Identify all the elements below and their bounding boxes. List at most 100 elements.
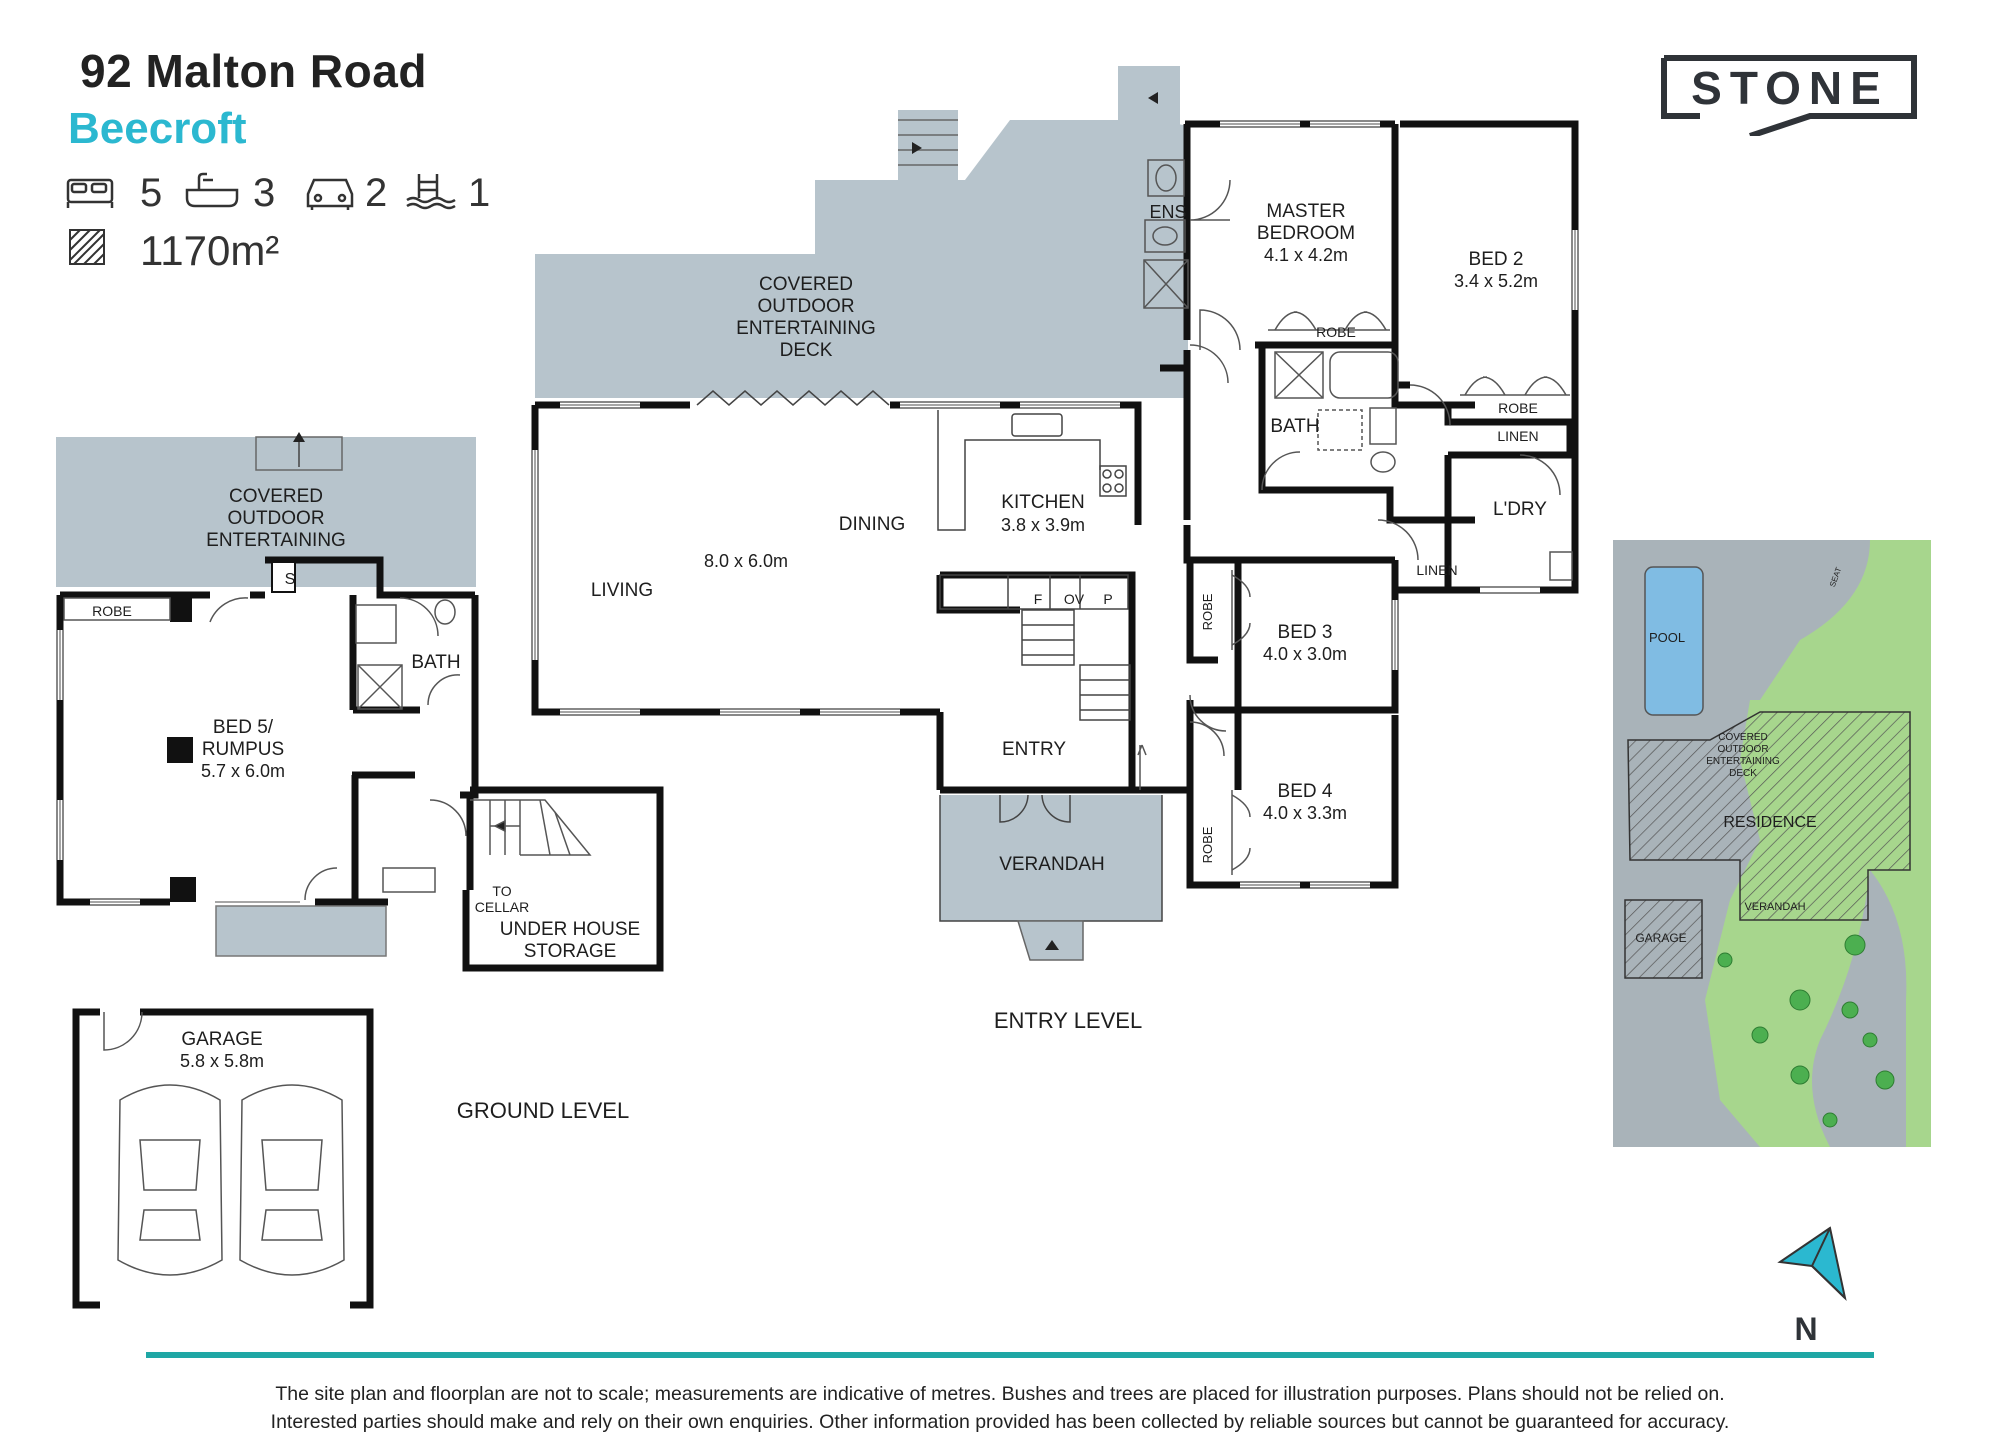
bathrooms-count: 3 [253, 171, 275, 215]
verandah-label: VERANDAH [999, 854, 1105, 875]
bed5-label-2: RUMPUS [202, 739, 284, 760]
fridge-label: F [1034, 591, 1043, 607]
deck-steps-west [898, 110, 958, 180]
outdoor-label-3: ENTERTAINING [206, 530, 346, 551]
outdoor-label-2: OUTDOOR [227, 508, 324, 529]
garage-size: 5.8 x 5.8m [180, 1051, 264, 1071]
outdoor-label-1: COVERED [229, 486, 323, 507]
bed5-robe-label: ROBE [92, 603, 132, 619]
kitchen-label: KITCHEN [1001, 492, 1084, 513]
entry-doors [999, 794, 1071, 823]
kitchen-size: 3.8 x 3.9m [1001, 515, 1085, 535]
covered-deck-area [535, 120, 1188, 398]
garage-label: GARAGE [181, 1029, 262, 1050]
site-trees [1717, 934, 1895, 1128]
deck-label-3: ENTERTAINING [736, 318, 876, 339]
master-label-1: MASTER [1266, 201, 1345, 222]
car-illustrations [117, 1084, 345, 1276]
ground-window-lines [59, 630, 300, 903]
north-arrow-icon [1777, 1226, 1847, 1302]
entry-level-label: ENTRY LEVEL [994, 1008, 1142, 1033]
oven-label: OV [1064, 591, 1085, 607]
bed3-label: BED 3 [1278, 622, 1333, 643]
stone-logo: STONE [1661, 55, 1917, 136]
room-labels: COVERED OUTDOOR ENTERTAINING DECK ENS MA… [92, 201, 1843, 1347]
bedrooms-count: 5 [140, 171, 162, 215]
land-area-value: 1170m² [140, 227, 279, 274]
dining-label: DINING [839, 514, 906, 535]
laundry-label: L'DRY [1493, 499, 1547, 520]
bed2-size: 3.4 x 5.2m [1454, 271, 1538, 291]
verandah-area [940, 795, 1162, 921]
deck-label-1: COVERED [759, 274, 853, 295]
storage-s-label: S [285, 571, 296, 588]
bathroom-fixtures [1143, 159, 1573, 581]
property-stats: 5 3 2 1 1170m² [66, 171, 490, 274]
bed-icon [66, 178, 114, 208]
ground-bath-label: BATH [411, 652, 460, 673]
site-deck-label-4: DECK [1729, 768, 1757, 779]
ground-fixtures [63, 597, 467, 901]
pools-count: 1 [468, 171, 490, 215]
car-spaces-count: 2 [365, 171, 387, 215]
bed3-robe-label: ROBE [1200, 593, 1215, 630]
master-label-2: BEDROOM [1257, 223, 1355, 244]
bed4-robe-label: ROBE [1200, 826, 1215, 863]
disclaimer: The site plan and floorplan are not to s… [110, 1380, 1890, 1436]
living-label: LIVING [591, 580, 653, 601]
site-deck-label-3: ENTERTAINING [1706, 756, 1780, 767]
site-verandah-label: VERANDAH [1744, 901, 1805, 913]
disclaimer-line-1: The site plan and floorplan are not to s… [275, 1383, 1725, 1405]
bed2-label: BED 2 [1469, 249, 1524, 270]
living-size: 8.0 x 6.0m [704, 551, 788, 571]
linen-label: LINEN [1497, 428, 1538, 444]
site-deck-label-1: COVERED [1718, 732, 1767, 743]
verandah-steps [1016, 920, 1084, 961]
site-garage [1624, 899, 1703, 979]
site-pool-label: POOL [1649, 630, 1685, 645]
bed5-label-1: BED 5/ [213, 717, 274, 738]
storage-label-2: STORAGE [524, 941, 617, 962]
site-pool [1644, 566, 1704, 716]
cellar-label-1: TO [492, 883, 511, 899]
bifold-door [696, 390, 890, 406]
cellar-stairs [470, 799, 592, 856]
property-address: 92 Malton Road [80, 45, 427, 97]
bed4-size: 4.0 x 3.3m [1263, 803, 1347, 823]
site-deck-label-2: OUTDOOR [1717, 744, 1768, 755]
columns [167, 561, 296, 902]
disclaimer-line-2: Interested parties should make and rely … [270, 1411, 1730, 1433]
storage-label-1: UNDER HOUSE [500, 919, 640, 940]
site-residence-label: RESIDENCE [1723, 814, 1816, 831]
logo-text: STONE [1691, 62, 1889, 114]
site-plan [1613, 540, 1931, 1147]
bed2-robe-label: ROBE [1498, 400, 1538, 416]
bed3-size: 4.0 x 3.0m [1263, 644, 1347, 664]
linen-label-2: LINEN [1416, 562, 1457, 578]
car-icon [306, 178, 354, 210]
kitchen-benches [937, 410, 1131, 721]
pantry-label: P [1103, 591, 1112, 607]
ground-level-label: GROUND LEVEL [457, 1098, 629, 1123]
bed5-size: 5.7 x 6.0m [201, 761, 285, 781]
master-size: 4.1 x 4.2m [1264, 245, 1348, 265]
property-suburb: Beecroft [68, 104, 247, 153]
deck-steps-east [1118, 66, 1180, 126]
window-lines [534, 123, 1576, 886]
footer-divider [146, 1352, 1874, 1358]
bathtub-icon [185, 172, 239, 208]
master-robe-label: ROBE [1316, 324, 1356, 340]
pool-icon [406, 174, 456, 210]
site-residence [1627, 711, 1911, 921]
cellar-label-2: CELLAR [475, 899, 529, 915]
site-garage-label: GARAGE [1635, 931, 1686, 945]
garage-walls [72, 1008, 374, 1309]
north-label: N [1794, 1311, 1817, 1347]
deck-label-4: DECK [780, 340, 833, 361]
ground-patio [215, 905, 387, 957]
bed4-label: BED 4 [1278, 781, 1333, 802]
entry-label: ENTRY [1002, 739, 1066, 760]
deck-label-2: OUTDOOR [757, 296, 854, 317]
bath-label: BATH [1270, 416, 1319, 437]
